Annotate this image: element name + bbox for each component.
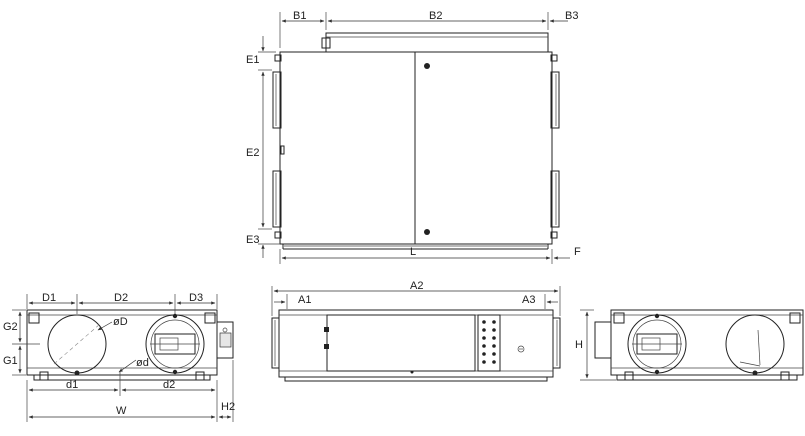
label-d2-upper: D2 — [114, 292, 128, 304]
label-w: W — [116, 405, 127, 417]
label-g1: G1 — [3, 355, 18, 367]
screw — [424, 63, 430, 69]
label-e1: E1 — [246, 54, 259, 66]
top-view-body — [279, 51, 553, 245]
label-a3: A3 — [522, 294, 535, 306]
terminal-block — [477, 314, 501, 372]
label-b3: B3 — [565, 10, 578, 22]
right-duct-upper — [550, 71, 560, 129]
label-d3-upper: D3 — [189, 292, 203, 304]
service-panel — [326, 314, 476, 372]
label-g2: G2 — [3, 321, 18, 333]
label-l: L — [410, 246, 416, 258]
right-duct-lower — [550, 170, 560, 228]
top-rail — [325, 32, 549, 53]
label-d2-lower: d2 — [163, 379, 175, 391]
label-h2: H2 — [221, 401, 235, 413]
screw — [424, 229, 430, 235]
terminal-contacts — [482, 320, 496, 364]
label-e3: E3 — [246, 234, 259, 246]
side-view-body — [278, 309, 554, 378]
label-od-large: øD — [113, 316, 128, 328]
label-d1-upper: D1 — [42, 292, 56, 304]
front-view-right: H — [575, 309, 804, 381]
label-e2: E2 — [246, 147, 259, 159]
left-duct-lower — [272, 170, 282, 228]
label-a2: A2 — [410, 280, 423, 292]
top-view: B1 B2 B3 E1 E2 E3 L F — [246, 10, 581, 264]
front-view-left: D1 D2 D3 G2 G1 øD ød d1 d2 W H2 — [3, 292, 235, 422]
label-h: H — [575, 339, 583, 351]
left-duct-upper — [272, 71, 282, 129]
label-a1: A1 — [298, 294, 311, 306]
label-b1: B1 — [293, 10, 306, 22]
side-connector — [219, 332, 232, 348]
label-od-small: ød — [136, 357, 149, 369]
label-b2: B2 — [429, 10, 442, 22]
rear-plain-circle — [725, 314, 785, 374]
label-f: F — [574, 246, 581, 258]
side-view: A2 A1 A3 — [271, 280, 561, 382]
label-d1-lower: d1 — [66, 379, 78, 391]
